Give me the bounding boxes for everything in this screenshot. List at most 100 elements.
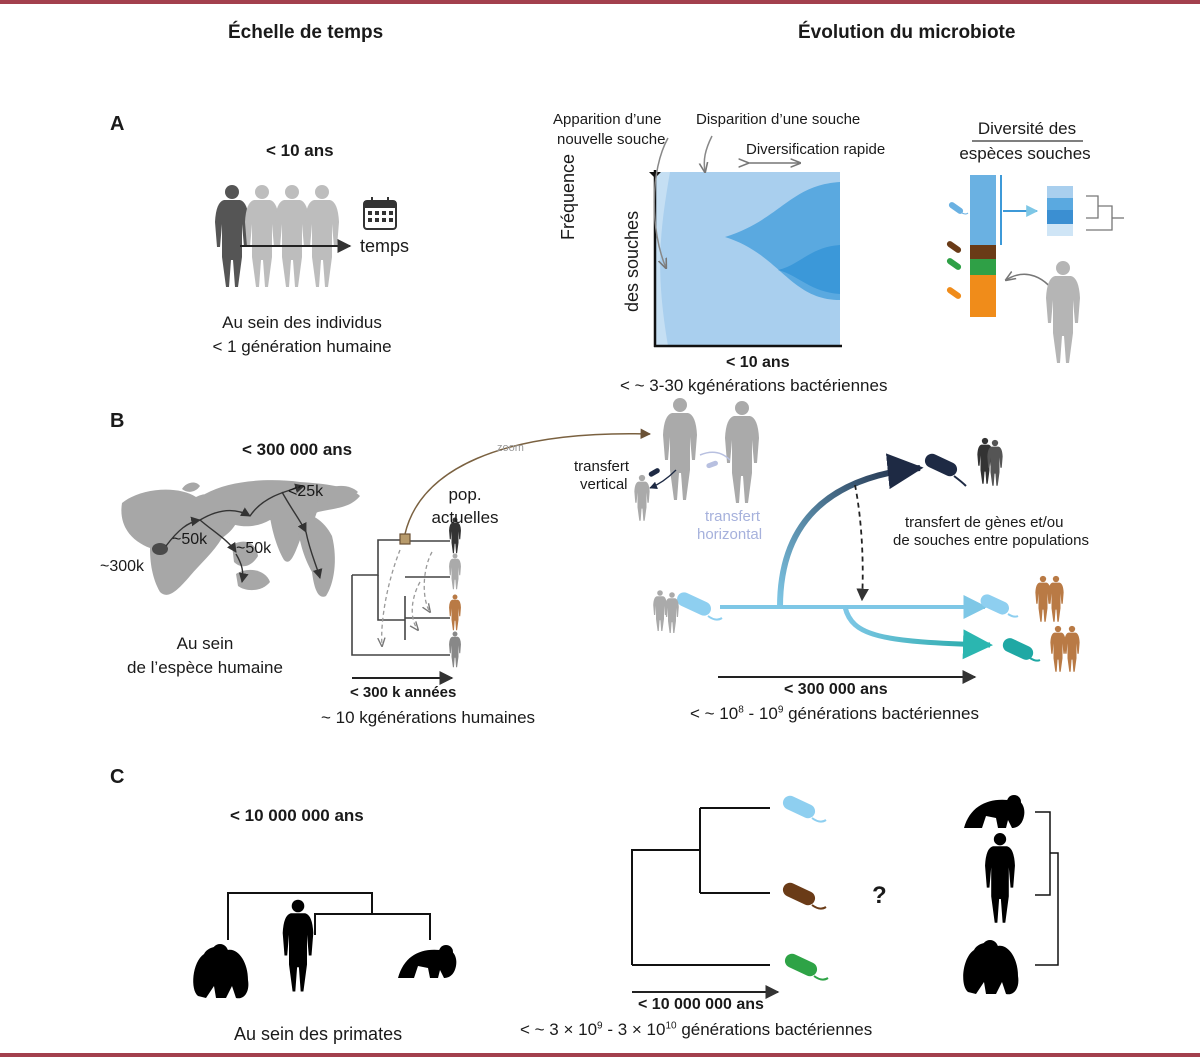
bacteria-icon <box>1002 638 1041 662</box>
tree-axis-label: < 300 k années <box>350 684 457 701</box>
diversity-sub-mid <box>1047 198 1073 210</box>
bacteria-tree <box>631 807 770 966</box>
tree-generations: ~ 10 kgénérations humaines <box>321 708 536 727</box>
diversity-green-segment <box>970 259 996 275</box>
transfer-scene <box>634 398 759 521</box>
diversity-sub-light <box>1047 186 1073 198</box>
inter-population-transfer-arrow <box>854 484 869 602</box>
panel-b-caption-line1: Au sein <box>176 634 234 653</box>
map-label-origin: ~300k <box>100 558 145 575</box>
person-icon <box>1046 261 1080 363</box>
person-icon <box>653 590 667 631</box>
strain-loss-arrow <box>704 135 713 172</box>
current-populations-line2: actuelles <box>431 508 499 527</box>
bacteria-icon <box>782 882 827 910</box>
zoom-arrow <box>404 428 652 535</box>
chart-generations: < ~ 3-30 kgénérations bactériennes <box>620 376 888 395</box>
bacteria-icon <box>946 287 962 299</box>
bacteria-icon <box>782 795 827 823</box>
panel-b-axis-label: < 300 000 ans <box>784 681 888 698</box>
diversity-sub-dark <box>1047 210 1073 224</box>
header-right: Évolution du microbiote <box>798 22 1016 43</box>
chimpanzee-icon <box>398 945 457 978</box>
person-icon <box>305 185 339 287</box>
lineage-down <box>842 606 993 660</box>
diversity-orange-segment <box>970 275 996 317</box>
vertical-transfer-arrow <box>649 469 677 490</box>
person-icon <box>1050 625 1066 672</box>
person-icon <box>449 594 461 631</box>
chimpanzee-icon <box>964 795 1025 828</box>
origin-marker <box>152 543 168 555</box>
person-icon <box>665 592 679 633</box>
horizontal-transfer-line2: horizontal <box>697 526 763 543</box>
diversity-brown-segment <box>970 245 996 259</box>
chart-y-label-line1: Fréquence <box>558 153 578 240</box>
panel-a-timescale-figures <box>215 185 397 287</box>
zoom-node <box>399 533 411 545</box>
diversity-sub-pale <box>1047 224 1073 236</box>
top-border <box>0 0 1200 4</box>
chart-x-label: < 10 ans <box>726 354 790 371</box>
diversity-blue-segment <box>970 175 996 245</box>
inter-population-transfer-line2: de souches entre populations <box>893 532 1089 549</box>
bacteria-icon <box>677 592 723 621</box>
panel-a-caption-line2: < 1 génération humaine <box>212 337 392 356</box>
horizontal-transfer-line1: transfert <box>705 508 761 525</box>
bacteria-icon <box>946 241 962 253</box>
bottom-border <box>0 1053 1200 1057</box>
gorilla-icon <box>963 940 1019 995</box>
panel-a-caption-line1: Au sein des individus <box>222 313 382 332</box>
panel-b-timescale: < 300 000 ans <box>242 440 353 459</box>
human-silhouette-icon <box>282 899 314 992</box>
cophylogeny-question-mark: ? <box>872 882 887 909</box>
diversity-subtree <box>1086 195 1124 231</box>
horizontal-transfer-arrow <box>699 451 731 461</box>
person-icon <box>215 185 249 287</box>
migration-routes <box>165 483 323 583</box>
human-silhouette-icon <box>985 833 1015 923</box>
section-a-label: A <box>110 113 125 135</box>
person-icon <box>725 401 759 503</box>
panel-c-generations: < ~ 3 × 109 - 3 × 1010 générations bacté… <box>520 1020 873 1039</box>
calendar-icon <box>363 197 397 230</box>
person-icon <box>1048 575 1064 622</box>
vertical-transfer-line2: vertical <box>580 476 628 493</box>
header-left: Échelle de temps <box>228 22 384 43</box>
person-icon <box>275 185 309 287</box>
section-b-label: B <box>110 410 125 432</box>
annotation-new-strain-line1: Apparition d’une <box>553 111 662 128</box>
map-label-oceania: ~50k <box>236 540 272 557</box>
annotation-strain-loss: Disparition d’une souche <box>696 111 861 128</box>
world-map <box>121 480 360 597</box>
annotation-new-strain-line2: nouvelle souche <box>557 131 666 148</box>
new-strain-arrow <box>653 137 669 268</box>
person-icon <box>1064 625 1080 672</box>
map-label-asia: ~50k <box>172 531 208 548</box>
zoom-label: zoom <box>497 442 524 454</box>
lineage-up <box>777 453 924 608</box>
person-icon <box>634 474 650 521</box>
current-populations-line1: pop. <box>448 485 482 504</box>
gorilla-icon <box>193 944 249 999</box>
person-icon <box>449 631 461 668</box>
bacteria-icon <box>980 594 1019 618</box>
diversity-title-line1: Diversité des <box>977 119 1077 138</box>
bacteria-icon <box>948 202 969 215</box>
panel-b-generations: < ~ 108 - 109 générations bactériennes <box>690 704 980 723</box>
chart-y-label-line2: des souches <box>622 210 642 312</box>
person-icon <box>245 185 279 287</box>
map-label-americas: <25k <box>288 483 324 500</box>
diversity-title-line2: espèces souches <box>959 144 1091 163</box>
strain-lineage-arrows <box>720 453 993 660</box>
strain-frequency-chart <box>649 135 842 348</box>
time-label: temps <box>360 236 410 256</box>
person-icon <box>449 553 461 590</box>
bacteria-icon <box>946 258 962 270</box>
person-icon <box>1035 575 1051 622</box>
population-tree <box>351 428 652 685</box>
person-icon <box>663 398 697 500</box>
person-icon <box>977 437 993 484</box>
bacteria-icon <box>784 953 829 981</box>
